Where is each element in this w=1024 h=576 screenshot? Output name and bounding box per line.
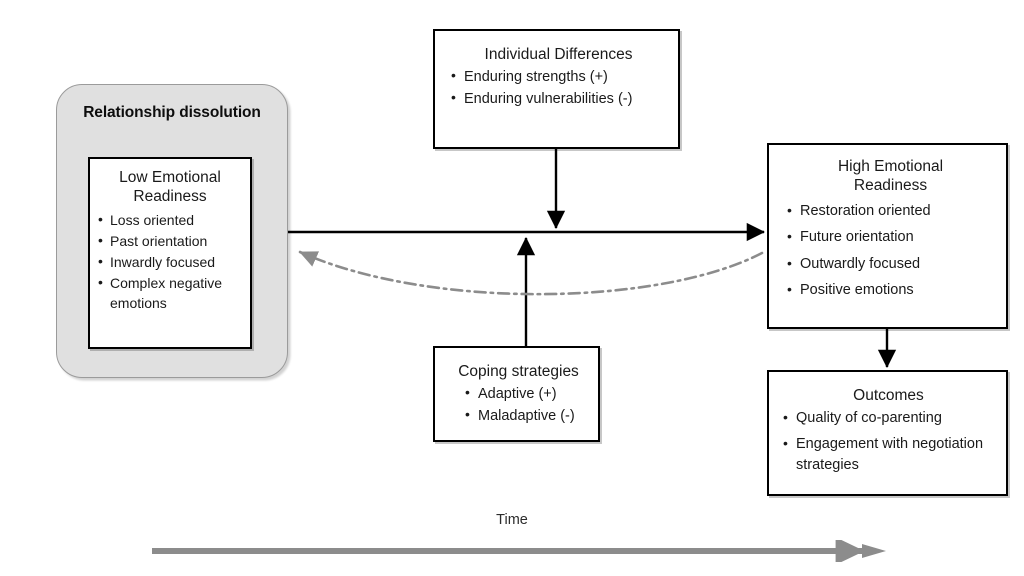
box-outcomes-title: Outcomes [853,387,924,404]
time-arrow-head [862,544,886,558]
box-low-emotional-readiness-title: Low Emotional Readiness [119,169,221,206]
relationship-dissolution-label: Relationship dissolution [83,104,261,121]
list-item: Adaptive (+) [463,383,590,405]
list-item: Quality of co-parenting [781,407,996,429]
time-axis-label: Time [496,512,528,528]
list-item: Inwardly focused [96,251,244,272]
list-item: Outwardly focused [785,250,996,277]
box-outcomes-bullets: Quality of co-parenting Engagement with … [781,407,996,476]
list-item: Enduring strengths (+) [449,66,668,88]
list-item: Past orientation [96,230,244,251]
box-outcomes: Outcomes Quality of co-parenting Engagem… [767,370,1008,496]
box-high-emotional-readiness-bullets: Restoration oriented Future orientation … [785,198,996,304]
box-individual-differences: Individual Differences Enduring strength… [433,29,680,149]
box-low-emotional-readiness: Low Emotional Readiness Loss oriented Pa… [88,157,252,349]
box-high-emotional-readiness-title: High Emotional Readiness [837,158,944,195]
list-item: Restoration oriented [785,198,996,224]
box-individual-differences-title: Individual Differences [484,46,633,63]
box-individual-differences-bullets: Enduring strengths (+) Enduring vulnerab… [449,66,668,110]
box-coping-strategies-bullets: Adaptive (+) Maladaptive (-) [447,383,590,427]
list-item: Engagement with negotiation strategies [781,433,996,476]
high-to-low-feedback-arrow [298,250,764,296]
box-low-emotional-readiness-bullets: Loss oriented Past orientation Inwardly … [96,209,244,314]
list-item: Maladaptive (-) [463,405,590,427]
box-coping-strategies: Coping strategies Adaptive (+) Maladapti… [433,346,600,442]
list-item: Future orientation [785,224,996,250]
list-item: Complex negative emotions [96,272,244,313]
list-item: Loss oriented [96,209,244,230]
box-coping-strategies-title: Coping strategies [458,363,579,380]
list-item: Positive emotions [785,277,996,303]
list-item: Enduring vulnerabilities (-) [449,88,668,110]
time-axis-arrow [152,540,886,562]
box-high-emotional-readiness: High Emotional Readiness Restoration ori… [767,143,1008,329]
